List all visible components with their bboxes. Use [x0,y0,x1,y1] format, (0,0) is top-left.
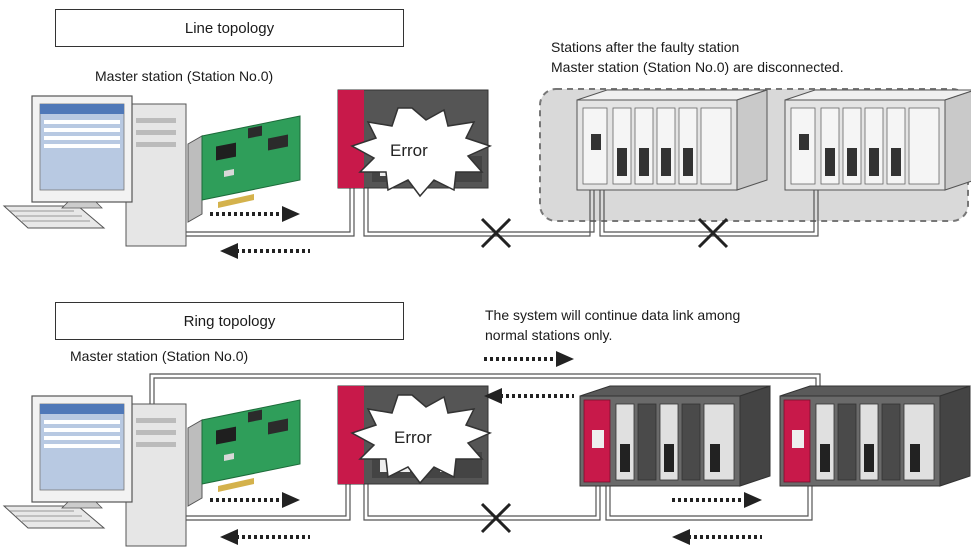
line-note-line2: Master station (Station No.0) are discon… [551,59,844,75]
ring-arrow-right-bottom-right-icon [670,490,764,510]
line-master-network-board-icon [187,115,301,223]
line-arrow-left-icon [218,241,312,261]
ring-master-network-board-icon [187,399,301,507]
line-note-line1: Stations after the faulty station [551,39,740,55]
line-error-label: Error [390,141,428,160]
line-topology-title-box: Line topology [55,9,404,47]
ring-arrow-left-top-icon [482,386,576,406]
line-master-label: Master station (Station No.0) [95,68,274,84]
line-master-computer-icon [3,95,187,247]
line-disconnect-x-icon-2 [697,217,729,249]
line-station-2-icon [784,89,971,191]
ring-note-line2: normal stations only. [485,327,613,343]
ring-station-2-icon [779,385,971,487]
ring-arrow-right-top-icon [482,349,576,369]
ring-master-label: Master station (Station No.0) [70,348,249,364]
ring-arrow-right-bottom-left-icon [208,490,302,510]
ring-note-line1: The system will continue data link among [485,307,741,323]
ring-master-computer-icon [3,395,187,547]
ring-error-label: Error [394,428,432,447]
line-disconnect-x-icon-1 [480,217,512,249]
ring-topology-section: Error [3,349,971,547]
ring-arrow-left-bottom-right-icon [670,527,764,547]
ring-topology-title-box: Ring topology [55,302,404,340]
ring-topology-title: Ring topology [183,312,276,330]
line-station-1-icon [576,89,768,191]
ring-disconnect-x-icon [480,502,512,534]
line-topology-section: Error [3,88,971,261]
line-topology-title: Line topology [184,19,275,37]
ring-arrow-left-bottom-left-icon [218,527,312,547]
line-arrow-right-icon [208,204,302,224]
ring-station-1-icon [579,385,771,487]
